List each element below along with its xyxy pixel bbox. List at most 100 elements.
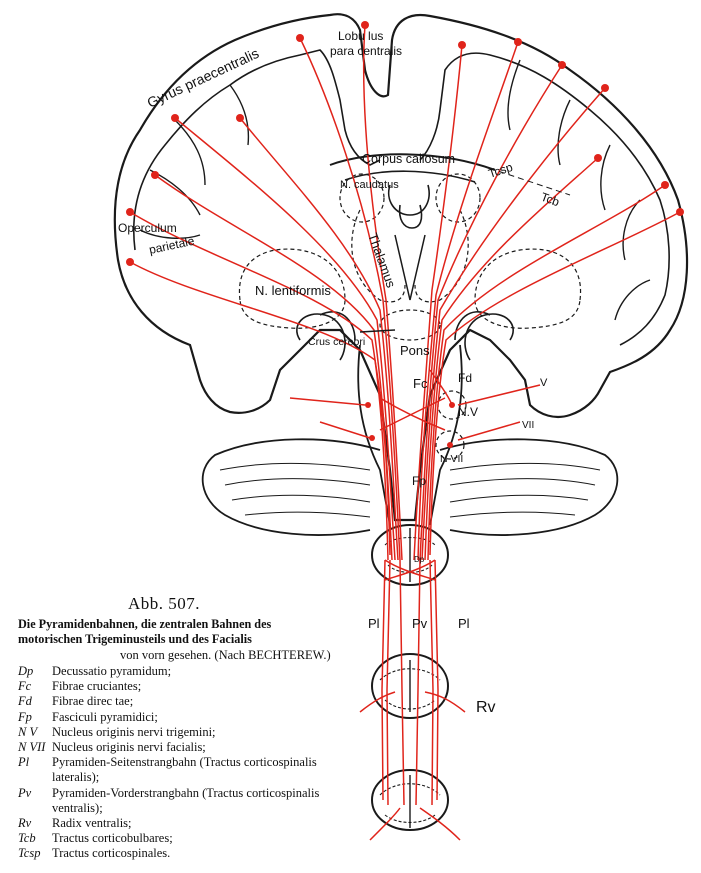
neuron — [365, 402, 371, 408]
label-vii: VII — [522, 420, 534, 431]
pyramidal-tracts — [129, 24, 681, 841]
lentiformis-right-outline — [474, 248, 582, 329]
legend-desc: Radix ventralis; — [52, 816, 132, 831]
legend-row: Fc Fibrae cruciantes; — [18, 679, 338, 694]
label-corpus: Corpus callosum — [362, 152, 455, 166]
tract-pv-right — [415, 559, 421, 806]
label-fc: Fc — [413, 376, 428, 391]
root-lumbar-right — [419, 807, 461, 841]
tract-pl-right — [429, 559, 434, 806]
fiber-r4 — [421, 87, 606, 561]
fiber-r7 — [413, 44, 463, 561]
legend-abbr: N V — [18, 724, 38, 739]
tract-marker-line — [479, 164, 571, 196]
neuron — [594, 154, 602, 162]
legend-abbr: Dp — [18, 664, 34, 678]
label-operculum: Operculum — [118, 221, 177, 235]
neuron — [449, 402, 455, 408]
legend: Dp Decussatio pyramidum; Fc Fibrae crucian… — [18, 664, 338, 862]
fiber-r6 — [417, 41, 519, 561]
label-pl-right: Pl — [458, 616, 470, 631]
legend-abbr: Tcsp — [18, 846, 41, 861]
label-lobulus-2: para centralis — [330, 44, 402, 58]
fiber-r5 — [419, 64, 563, 561]
nerve-v — [457, 384, 541, 406]
neuron — [236, 114, 244, 122]
basal-nuclei — [238, 173, 582, 460]
legend-row: Dp Decussatio pyramidum; — [18, 664, 338, 679]
legend-desc: Tractus corticospinales. — [52, 846, 171, 861]
decussation-dp — [384, 559, 436, 581]
cerebellum-folia — [219, 462, 601, 518]
legend-desc: Fibrae direc tae; — [52, 694, 134, 709]
root-rv-right — [424, 691, 466, 713]
cerebrum-outline — [113, 13, 689, 522]
spinal-sections — [371, 524, 449, 831]
root-lumbar-left — [369, 807, 401, 841]
legend-desc: Decussatio pyramidum; — [52, 664, 172, 678]
fiber-l7 — [362, 24, 403, 561]
figure-number: Abb. 507. — [128, 594, 201, 613]
neuron — [126, 258, 134, 266]
fiber-l6 — [299, 37, 401, 561]
label-tcsp: Tcsp — [487, 160, 515, 181]
legend-abbr: Fc — [18, 679, 32, 694]
tract-pl-left — [381, 559, 386, 801]
ventricle — [388, 184, 430, 229]
legend-desc: Fibrae cruciantes; — [52, 679, 142, 694]
neuron — [369, 435, 375, 441]
neuron — [447, 442, 453, 448]
sulcus-left — [139, 84, 250, 239]
neuron — [151, 171, 159, 179]
fiber-r1 — [429, 211, 681, 556]
figure-title: Die Pyramidenbahnen, die zentralen Bahne… — [18, 617, 272, 646]
neuron — [558, 61, 566, 69]
fiber-l3 — [154, 174, 393, 561]
tract-pl-right-2 — [434, 559, 439, 801]
fiber-l5 — [239, 117, 399, 561]
temporal-right — [454, 311, 514, 361]
label-nv: N.V — [458, 405, 478, 419]
corpus-callosum — [329, 153, 496, 171]
legend-desc: Pyramiden-Vorderstrangbahn (Tractus cort… — [52, 785, 320, 815]
label-cruscerebri: Crus cerebri — [308, 336, 365, 348]
label-pons: Pons — [400, 343, 430, 358]
label-rv: Rv — [476, 699, 496, 716]
label-parietale: parietale — [148, 234, 196, 257]
lumbar-section — [371, 769, 449, 831]
label-nvii: N VII — [440, 453, 463, 465]
legend-desc: Tractus corticobulbares; — [52, 831, 173, 846]
neuron — [601, 84, 609, 92]
medulla-section — [371, 524, 449, 586]
label-v: V — [540, 377, 548, 389]
neuron — [171, 114, 179, 122]
label-fd: Fd — [458, 371, 472, 385]
label-thalamus: Thalamus — [365, 231, 399, 290]
neuron — [126, 208, 134, 216]
label-tcb: Tcb — [539, 190, 562, 210]
midbrain-outline — [379, 309, 441, 341]
neuron — [661, 181, 669, 189]
tract-pl-left-2 — [386, 559, 391, 806]
legend-abbr: Pl — [18, 755, 30, 770]
third-ventricle — [394, 234, 426, 301]
pons-marker-line — [359, 329, 396, 333]
legend-row: Tcsp Tractus corticospinales. — [18, 846, 338, 861]
figure-subtitle: von vorn gesehen. (Nach BECHTEREW.) — [120, 648, 331, 662]
fiber-l4 — [174, 117, 396, 561]
cortical-neurons — [126, 21, 684, 448]
legend-desc: Fasciculi pyramidici; — [52, 709, 158, 724]
label-gyrus: Gyrus praecentralis — [145, 45, 262, 111]
fiber-l2 — [129, 211, 389, 561]
label-pl-left: Pl — [368, 616, 380, 631]
legend-abbr: Fd — [18, 694, 32, 709]
legend-desc: Nucleus originis nervi facialis; — [52, 740, 206, 755]
